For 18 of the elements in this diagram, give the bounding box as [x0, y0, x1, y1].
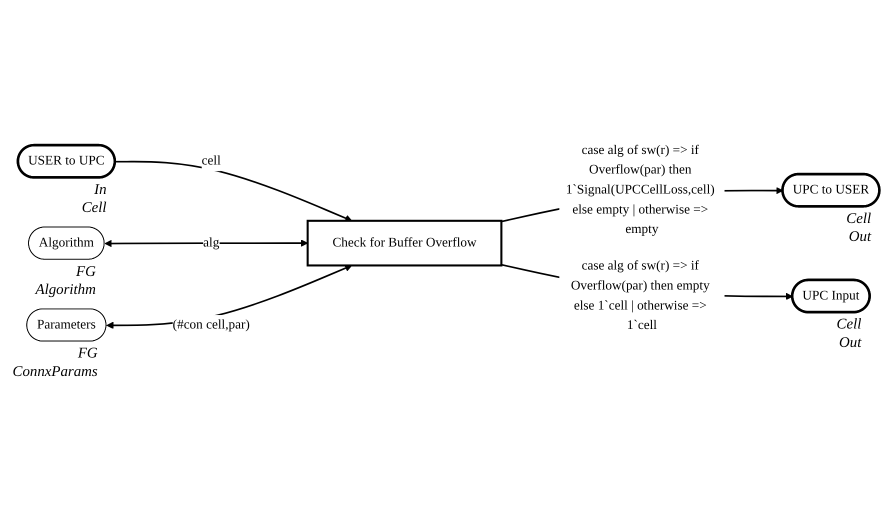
edge-label: (#con cell,par): [172, 317, 250, 332]
node-label: Algorithm: [36, 282, 96, 298]
node-label: In: [94, 182, 107, 198]
node-label: Cell: [82, 200, 107, 216]
node-label: Cell: [846, 210, 872, 227]
node-box: Check for Buffer Overflow: [306, 220, 502, 266]
node-label: Cell: [836, 316, 862, 333]
edge-label: alg: [203, 236, 220, 250]
node-label: FG: [78, 345, 98, 362]
node-label: Out: [848, 228, 872, 245]
edge-label: cell: [202, 154, 221, 168]
node-label: FG: [76, 264, 96, 280]
node-label: ConnxParams: [12, 364, 98, 380]
arrow: [104, 239, 308, 247]
arrow: [115, 160, 352, 222]
edge-label: case alg of sw(r) => if Overflow(par) then 1`Signal(UPCCellLoss,cell) else empty | otherwise => empty: [566, 142, 715, 236]
edge-label: case alg of sw(r) => if Overflow(par) then empty else 1`cell | otherwise => 1`cell: [570, 258, 710, 332]
node-label: Out: [839, 334, 862, 351]
